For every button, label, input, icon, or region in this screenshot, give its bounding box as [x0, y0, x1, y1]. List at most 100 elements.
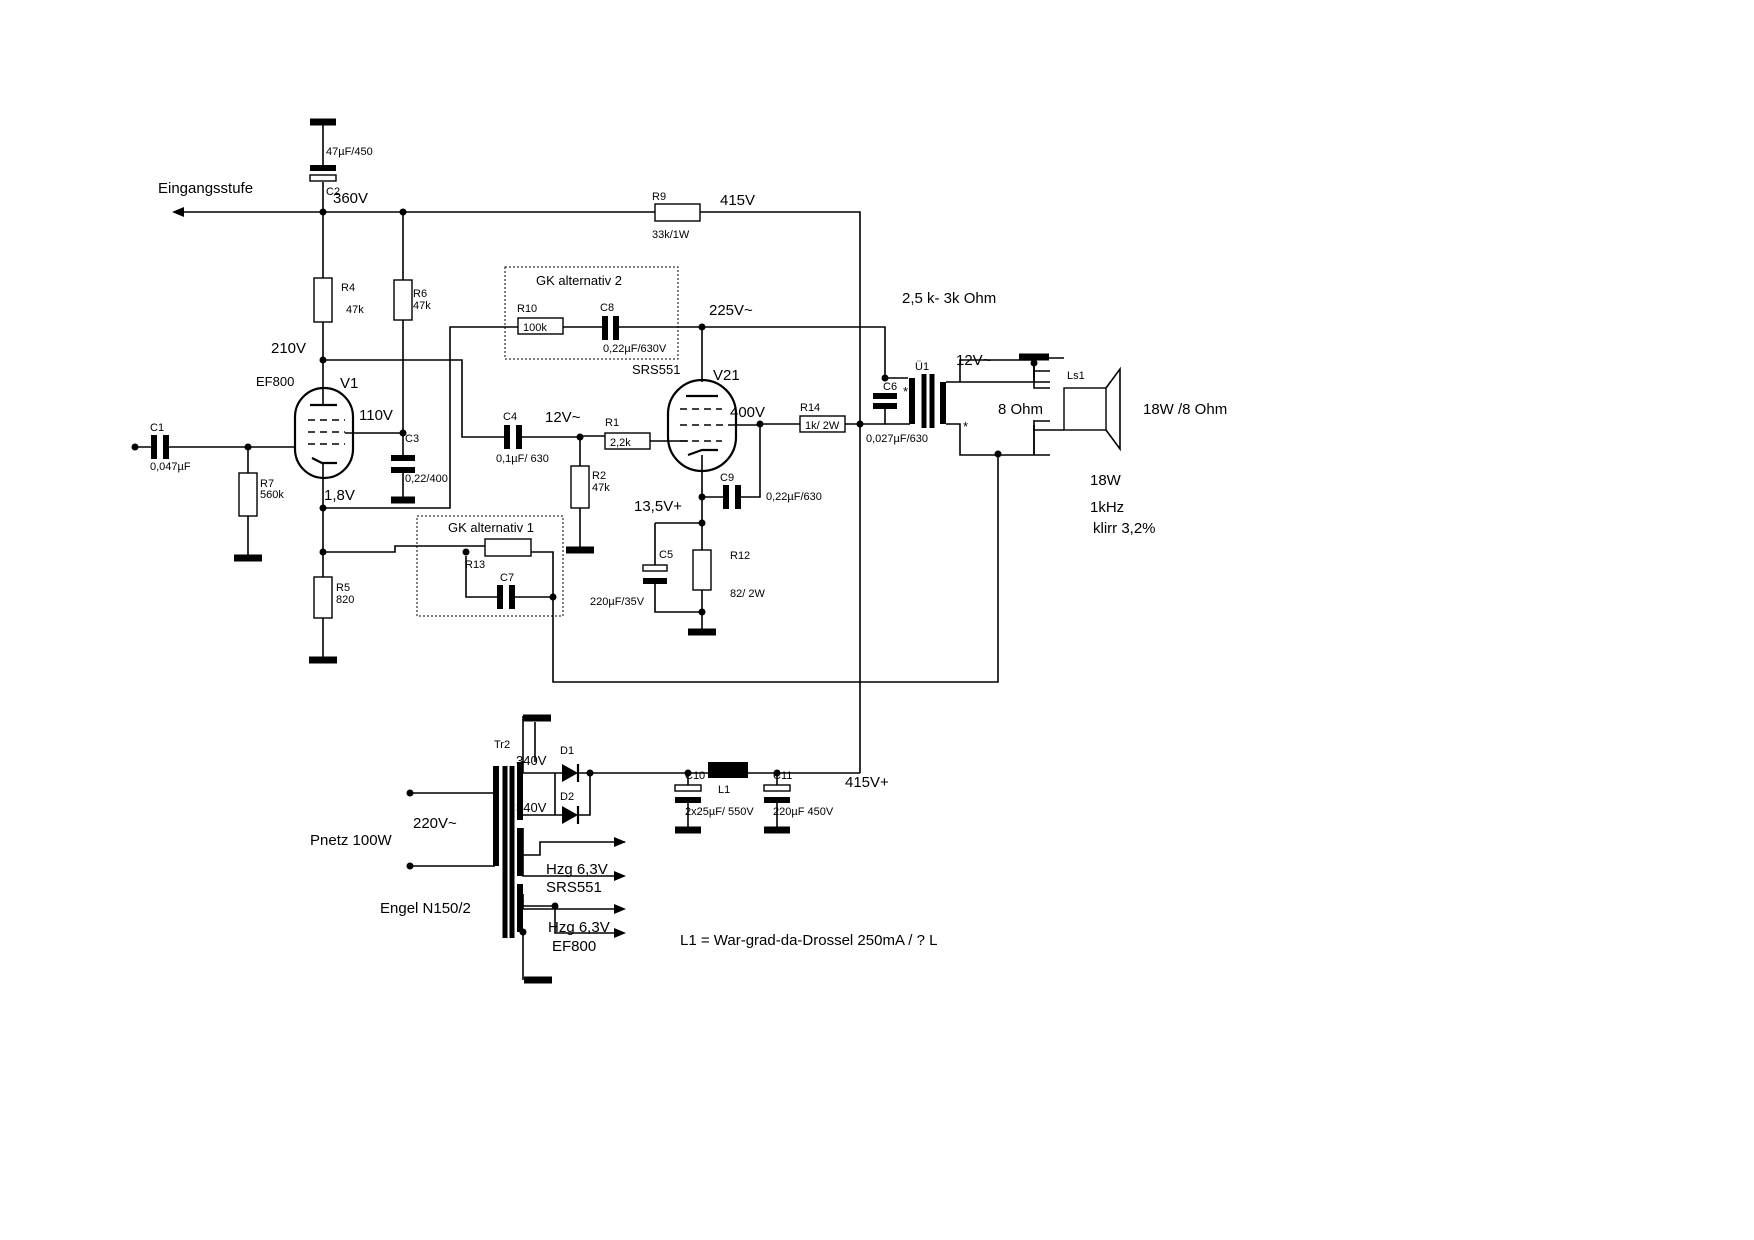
- phase-dot-bottom: *: [963, 419, 968, 434]
- heater1-tube: SRS551: [546, 879, 602, 896]
- c7-ref: C7: [500, 572, 514, 584]
- c11-value: 220µF 450V: [773, 806, 834, 818]
- node-415v-plus: 415V+: [845, 774, 889, 791]
- capacitor-c5: C5 220µF/35V: [590, 549, 673, 608]
- wires: [135, 125, 1064, 980]
- v21-ref: V21: [713, 367, 740, 384]
- r1-value: 2,2k: [610, 437, 631, 449]
- heater2-label: Hzg 6,3V: [548, 919, 610, 936]
- d1-ref: D1: [560, 745, 574, 757]
- node-12v-grid: 12V~: [545, 409, 581, 426]
- resistor-r14: 1k/ 2W R14: [799, 402, 846, 433]
- note-choke: L1 = War-grad-da-Drossel 250mA / ? L: [680, 932, 937, 949]
- c2-ref: C2: [326, 186, 340, 198]
- c6-value: 0,027µF/630: [866, 433, 928, 445]
- capacitor-c11: C11 220µF 450V: [763, 770, 834, 834]
- ls1-rating: 18W /8 Ohm: [1143, 401, 1227, 418]
- labels: Eingangsstufe 360V 415V 210V 110V 1,8V 1…: [158, 180, 1156, 955]
- note-freq: 1kHz: [1090, 499, 1124, 516]
- c3-value: 0,22/400: [405, 473, 448, 485]
- c4-value: 0,1µF/ 630: [496, 453, 549, 465]
- tr2-primary: Pnetz 100W: [310, 832, 393, 849]
- note-thd: klirr 3,2%: [1093, 520, 1156, 537]
- c5-value: 220µF/35V: [590, 596, 645, 608]
- resistor-r7: R7 560k: [234, 472, 284, 562]
- heater-arrows: [522, 837, 626, 938]
- node-400v: 400V: [730, 404, 765, 421]
- node-340v-b: 340V: [516, 800, 547, 815]
- gk-alternativ-2-group: GK alternativ 2: [504, 266, 679, 360]
- r1-ref: R1: [605, 417, 619, 429]
- node-210v: 210V: [271, 340, 306, 357]
- capacitor-c4: C4 0,1µF/ 630: [496, 411, 549, 465]
- tube-v1: EF800 V1: [256, 374, 375, 480]
- r7-value: 560k: [260, 489, 284, 501]
- capacitor-c10: C10 2x25µF/ 550V: [674, 770, 754, 834]
- r13-ref: R13: [465, 559, 485, 571]
- c4-ref: C4: [503, 411, 517, 423]
- resistor-r6: R6 47k: [393, 279, 431, 321]
- c10-value: 2x25µF/ 550V: [685, 806, 754, 818]
- c6-ref: C6: [883, 381, 897, 393]
- gk1-label: GK alternativ 1: [448, 520, 534, 535]
- l1-ref: L1: [718, 784, 730, 796]
- r4-ref: R4: [341, 282, 355, 294]
- resistor-r13: R13: [465, 538, 532, 571]
- r7-ref: R7: [260, 478, 274, 490]
- heater2-tube: EF800: [552, 938, 596, 955]
- capacitor-c3: C3 0,22/400: [391, 433, 448, 504]
- r12-value: 82/ 2W: [730, 588, 765, 600]
- capacitor-c9: C9 0,22µF/630: [720, 472, 822, 509]
- r10-value: 100k: [523, 322, 547, 334]
- tr2-ref: Tr2: [494, 739, 510, 751]
- r9-ref: R9: [652, 191, 666, 203]
- junction-dots: [131, 208, 1038, 936]
- u1-ref: Ü1: [915, 361, 929, 373]
- node-110v: 110V: [359, 407, 393, 424]
- r6-value: 47k: [413, 300, 431, 312]
- resistor-r4: R4 47k: [313, 277, 364, 323]
- diode-d2: D2: [560, 791, 580, 824]
- gk-alternativ-1-group: GK alternativ 1: [416, 515, 564, 617]
- heater1-label: Hzg 6,3V: [546, 861, 608, 878]
- phase-dot-top: *: [903, 384, 908, 399]
- note-power: 18W: [1090, 472, 1122, 489]
- capacitor-c7: C7: [497, 572, 515, 609]
- r2-value: 47k: [592, 482, 610, 494]
- resistor-r2: R2 47k: [566, 465, 610, 554]
- r14-value: 1k/ 2W: [805, 420, 840, 432]
- capacitor-c2: 47µF/450 C2: [309, 118, 373, 198]
- r5-value: 820: [336, 594, 354, 606]
- node-220v: 220V~: [413, 815, 457, 832]
- resistor-r9: R9 33k/1W: [652, 191, 701, 241]
- gk2-label: GK alternativ 2: [536, 273, 622, 288]
- c9-ref: C9: [720, 472, 734, 484]
- c2-value: 47µF/450: [326, 146, 373, 158]
- node-1-8v: 1,8V: [324, 487, 355, 504]
- v1-ref: V1: [340, 375, 358, 392]
- diode-d1: D1: [560, 745, 580, 782]
- loudspeaker-ls1: Ls1 8 Ohm 18W /8 Ohm: [998, 366, 1227, 452]
- c1-value: 0,047µF: [150, 461, 191, 473]
- c5-ref: C5: [659, 549, 673, 561]
- resistor-r5: R5 820: [309, 576, 354, 664]
- choke-l1: L1: [708, 762, 748, 796]
- r4-value: 47k: [346, 304, 364, 316]
- note-primary-impedance: 2,5 k- 3k Ohm: [902, 290, 996, 307]
- c9-value: 0,22µF/630: [766, 491, 822, 503]
- ls1-impedance: 8 Ohm: [998, 401, 1043, 418]
- d2-ref: D2: [560, 791, 574, 803]
- resistor-r1: 2,2k R1: [604, 417, 651, 450]
- r10-ref: R10: [517, 303, 537, 315]
- power-transformer-tr2: Tr2 Engel N150/2 Pnetz 100W: [310, 714, 552, 984]
- r14-ref: R14: [800, 402, 820, 414]
- v21-type: SRS551: [632, 362, 680, 377]
- c1-ref: C1: [150, 422, 164, 434]
- node-13-5v: 13,5V+: [634, 498, 682, 515]
- tube-v21: SRS551 V21: [632, 362, 740, 473]
- c8-value: 0,22µF/630V: [603, 343, 667, 355]
- capacitor-c8: C8 0,22µF/630V: [600, 302, 667, 355]
- capacitor-c1: C1 0,047µF: [150, 422, 191, 473]
- r9-value: 33k/1W: [652, 229, 690, 241]
